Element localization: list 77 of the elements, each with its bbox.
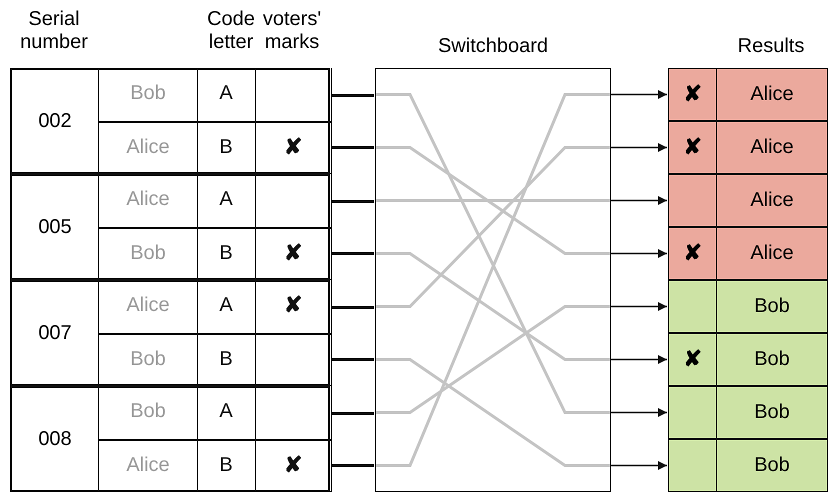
header-label: voters' marks <box>262 8 322 54</box>
vote-mark: ✘ <box>682 347 702 371</box>
candidate-name: Bob <box>753 347 791 371</box>
voter-name: Alice <box>125 293 171 317</box>
switchboard-title: Switchboard <box>436 34 550 58</box>
ballot-card <box>10 68 330 174</box>
header-label: Code letter <box>206 8 256 54</box>
arrow <box>611 408 667 417</box>
connector-line <box>332 252 374 255</box>
ballot-row <box>98 174 332 229</box>
arrow <box>611 143 667 152</box>
vote-mark: ✘ <box>682 241 702 265</box>
arrow <box>611 196 667 205</box>
code-letter: A <box>218 293 234 317</box>
voter-name: Bob <box>129 347 167 371</box>
arrow <box>611 249 667 258</box>
result-row <box>668 280 828 333</box>
vote-mark: ✘ <box>682 82 702 106</box>
vote-mark: ✘ <box>283 293 303 317</box>
ballot-row <box>98 439 332 492</box>
connector-line <box>332 412 374 415</box>
serial-number: 007 <box>37 321 73 345</box>
code-letter: A <box>218 399 234 423</box>
ballot-row <box>98 333 332 386</box>
code-letter: B <box>218 135 234 159</box>
result-row <box>668 121 828 174</box>
candidate-name: Alice <box>749 188 795 212</box>
connector-line <box>332 200 374 203</box>
result-row <box>668 68 828 121</box>
serial-number: 008 <box>37 427 73 451</box>
voter-name: Bob <box>129 399 167 423</box>
result-row <box>668 174 828 227</box>
voter-name: Bob <box>129 81 167 105</box>
ballot-card <box>10 280 330 386</box>
result-row <box>668 227 828 280</box>
ballot-card <box>10 386 330 492</box>
code-letter: B <box>218 453 234 477</box>
ballot-row <box>98 280 332 335</box>
connector-line <box>332 464 374 467</box>
vote-mark: ✘ <box>283 135 303 159</box>
candidate-name: Alice <box>749 135 795 159</box>
voter-name: Bob <box>129 241 167 265</box>
connector-line <box>332 94 374 97</box>
vote-mark: ✘ <box>283 453 303 477</box>
arrow <box>611 302 667 311</box>
code-letter: A <box>218 81 234 105</box>
ballot-card <box>10 174 330 280</box>
ballot-row <box>98 121 332 174</box>
connector-line <box>332 306 374 309</box>
serial-number: 002 <box>37 109 73 133</box>
results-title: Results <box>736 34 806 58</box>
arrow <box>611 90 667 99</box>
connector-line <box>332 358 374 361</box>
candidate-name: Bob <box>753 294 791 318</box>
code-letter: B <box>218 347 234 371</box>
voter-name: Alice <box>125 453 171 477</box>
candidate-name: Bob <box>753 400 791 424</box>
result-row <box>668 439 828 492</box>
ballot-row <box>98 227 332 280</box>
vote-mark: ✘ <box>283 241 303 265</box>
result-row <box>668 386 828 439</box>
connector-line <box>332 146 374 149</box>
voter-name: Alice <box>125 135 171 159</box>
ballot-row <box>98 386 332 441</box>
candidate-name: Bob <box>753 453 791 477</box>
vote-mark: ✘ <box>682 135 702 159</box>
header-label: Serial number <box>19 8 89 54</box>
code-letter: B <box>218 241 234 265</box>
arrow <box>611 461 667 470</box>
serial-number: 005 <box>37 215 73 239</box>
candidate-name: Alice <box>749 241 795 265</box>
candidate-name: Alice <box>749 82 795 106</box>
arrow <box>611 355 667 364</box>
code-letter: A <box>218 187 234 211</box>
result-row <box>668 333 828 386</box>
ballot-row <box>98 68 332 123</box>
voter-name: Alice <box>125 187 171 211</box>
